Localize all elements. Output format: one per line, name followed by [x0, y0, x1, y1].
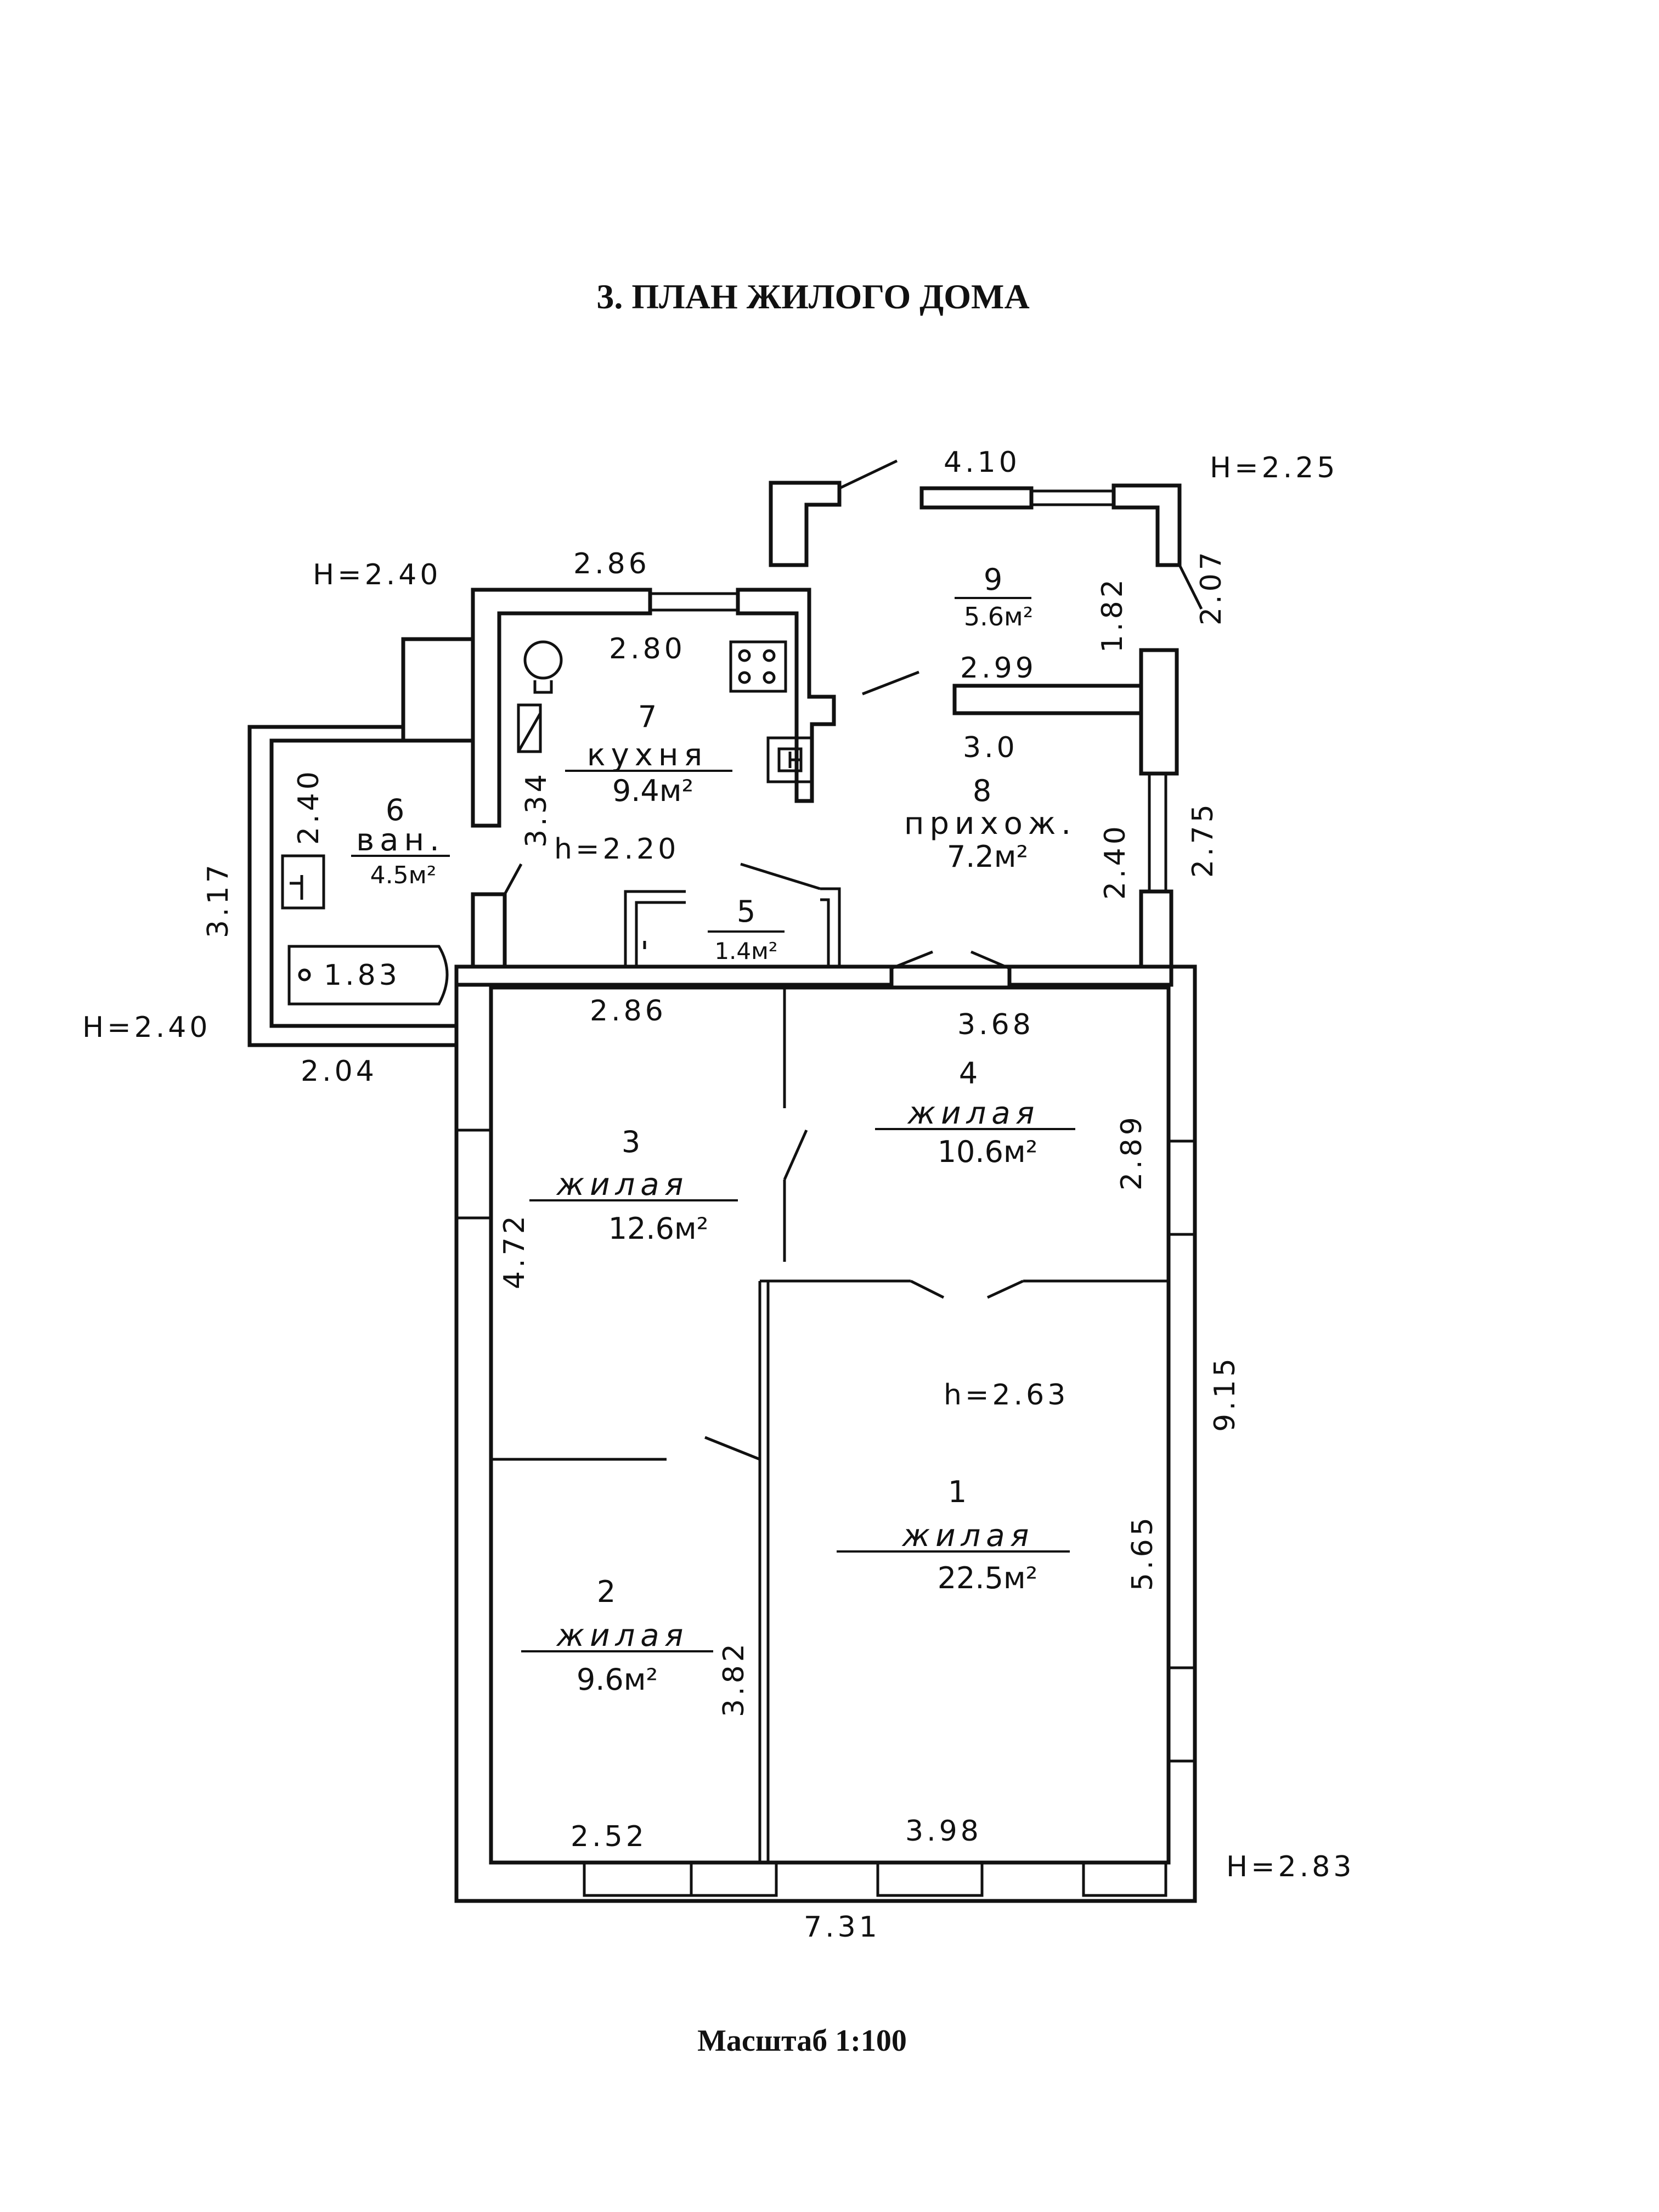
water-heater-icon: [517, 703, 542, 753]
annex-walls: [456, 459, 1203, 987]
room-4-name: жилая: [907, 1096, 1040, 1131]
dim-hall-inner-top: 3.0: [963, 731, 1018, 764]
room-5-number: 5: [737, 894, 755, 929]
room-3-number: 3: [622, 1125, 640, 1159]
dim-bath-bottom: 2.04: [301, 1055, 377, 1088]
dim-hall-side: 2.40: [1099, 823, 1132, 900]
washbasin-icon: [281, 854, 325, 910]
height-porch: H=2.25: [1210, 452, 1338, 484]
dim-room4-side: 2.89: [1115, 1114, 1148, 1190]
room-2-number: 2: [597, 1575, 616, 1609]
dim-bathtub: 1.83: [324, 959, 400, 992]
house-walls: [454, 964, 1197, 1903]
dim-porch-inner-side: 1.82: [1096, 576, 1129, 653]
height-labels: H=2.40 H=2.40 H=2.25 H=2.83 h=2.63 h=2.2…: [82, 452, 1355, 1883]
bathtub-icon: [287, 945, 449, 1006]
dim-house-right: 9.15: [1209, 1355, 1242, 1432]
dim-room2-side: 3.82: [718, 1640, 751, 1717]
room-2-name: жилая: [556, 1618, 689, 1654]
room-3-name: жилая: [556, 1167, 689, 1203]
room-2-area: 9.6м²: [577, 1662, 658, 1697]
room-8-area: 7.2м²: [947, 839, 1028, 874]
room-8-number: 8: [973, 774, 991, 808]
dimension-labels: 4.10 2.07 1.82 2.99 3.0 2.40 2.75 2.86 2…: [202, 446, 1242, 1944]
sink-icon: [766, 736, 814, 783]
dim-hall-top: 2.99: [960, 652, 1037, 685]
plan-title: 3. ПЛАН ЖИЛОГО ДОМА: [596, 277, 1029, 316]
room-3-area: 12.6м²: [608, 1211, 709, 1246]
room-5-area: 1.4м²: [714, 938, 777, 964]
dim-porch-side: 2.07: [1195, 549, 1228, 625]
dim-porch-top: 4.10: [944, 446, 1020, 479]
boiler-icon: [523, 640, 563, 680]
height-kitchen-block: H=2.40: [313, 558, 441, 591]
scale-caption: Масштаб 1:100: [697, 2024, 907, 2058]
dim-room3-top: 2.86: [590, 995, 667, 1028]
stove-icon: [729, 640, 787, 693]
height-house: H=2.83: [1226, 1850, 1355, 1883]
dim-kitchen-outer-top: 2.86: [573, 548, 650, 580]
height-inner-main: h=2.63: [944, 1379, 1069, 1412]
room-9-number: 9: [984, 562, 1002, 597]
dim-room4-top: 3.68: [957, 1008, 1034, 1041]
room-8-name: прихож.: [904, 806, 1076, 842]
bathroom-walls: [247, 637, 475, 1047]
room-7-name: кухня: [587, 737, 708, 773]
room-4-number: 4: [959, 1056, 978, 1091]
room-7-number: 7: [638, 699, 657, 734]
height-inner-kitchen: h=2.20: [554, 833, 679, 866]
dim-kitchen-side: 3.34: [520, 771, 553, 848]
dim-kitchen-inner-top: 2.80: [609, 633, 686, 665]
kitchen-fixtures: [517, 640, 814, 783]
dim-house-bottom: 7.31: [804, 1911, 881, 1944]
room-6-number: 6: [386, 793, 404, 827]
room-7-area: 9.4м²: [612, 774, 693, 808]
house-windows: [456, 1128, 1195, 1897]
dim-bath-outer-side: 3.17: [202, 861, 235, 938]
dim-hall-outer-side: 2.75: [1187, 801, 1220, 878]
dim-room1-side: 5.65: [1126, 1514, 1159, 1591]
dim-room3-side: 4.72: [498, 1212, 531, 1289]
room-4-area: 10.6м²: [938, 1135, 1038, 1169]
room-6-area: 4.5м²: [370, 861, 437, 889]
room-1-name: жилая: [901, 1518, 1035, 1554]
room-labels: 1 жилая 22.5м² 2 жилая 9.6м² 3 жилая 12.…: [351, 562, 1076, 1697]
dim-room2-bottom: 2.52: [571, 1820, 647, 1853]
dim-bath-inner-side: 2.40: [292, 768, 325, 845]
dim-room1-bottom: 3.98: [905, 1815, 982, 1848]
room-6-name: ван.: [356, 822, 445, 858]
height-bath-block: H=2.40: [82, 1011, 211, 1044]
room-1-number: 1: [948, 1475, 967, 1509]
interior-partitions: [491, 988, 1169, 1863]
room-9-area: 5.6м²: [964, 602, 1033, 631]
room-1-area: 22.5м²: [938, 1561, 1038, 1595]
